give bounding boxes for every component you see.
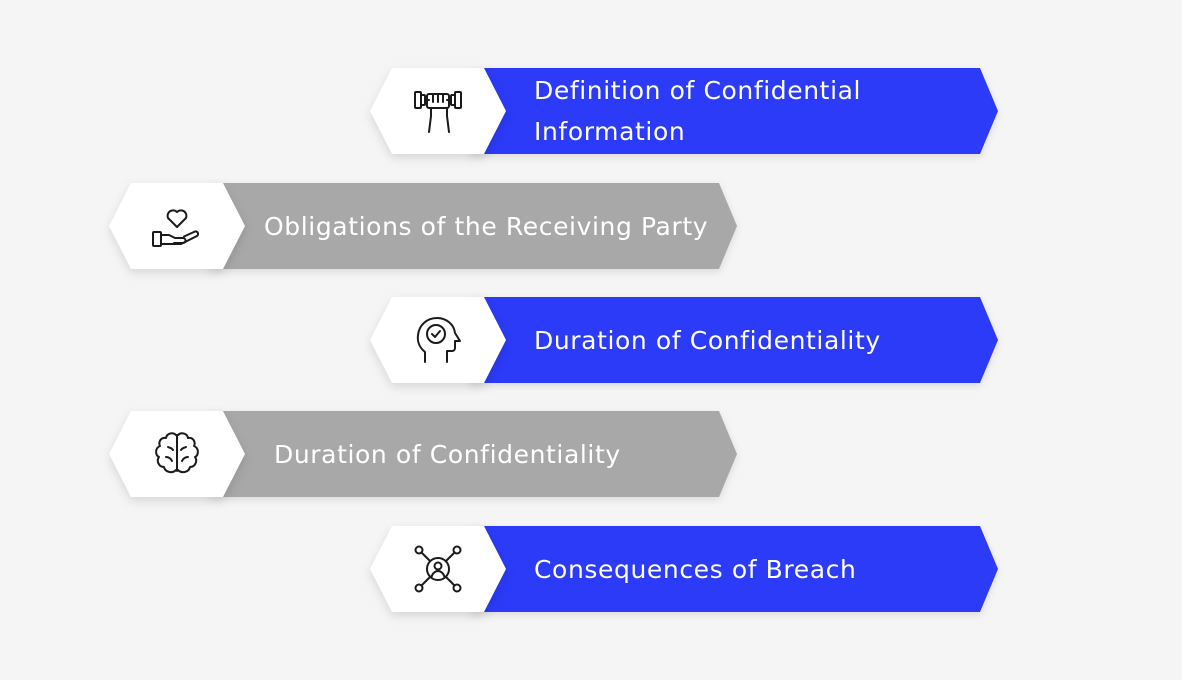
step-3-label: Duration of Confidentiality xyxy=(534,325,881,355)
step-4-banner xyxy=(209,411,737,497)
step-1: Definition of Confidential Information xyxy=(370,68,998,154)
step-1-hex xyxy=(370,68,506,154)
step-3-banner-shape xyxy=(470,297,998,383)
user-network-icon xyxy=(411,542,465,596)
step-5-banner-shape xyxy=(470,526,998,612)
step-5-banner xyxy=(470,526,998,612)
step-1-banner xyxy=(470,68,998,154)
step-4-banner-shape xyxy=(209,411,737,497)
dumbbell-fist-icon xyxy=(411,84,465,138)
step-5: Consequences of Breach xyxy=(370,526,998,612)
step-4-label: Duration of Confidentiality xyxy=(274,439,621,469)
step-1-label: Definition of Confidential Information xyxy=(534,76,862,146)
step-4: Duration of Confidentiality xyxy=(109,411,737,497)
step-3: Duration of Confidentiality xyxy=(370,297,998,383)
step-2: Obligations of the Receiving Party xyxy=(109,183,737,269)
step-1-banner-shape xyxy=(470,68,998,154)
heart-in-hand-icon xyxy=(150,199,204,253)
brain-icon xyxy=(150,427,204,481)
step-5-label: Consequences of Breach xyxy=(534,554,857,584)
step-2-label: Obligations of the Receiving Party xyxy=(264,211,709,241)
step-3-hex xyxy=(370,297,506,383)
step-2-banner-shape xyxy=(209,183,737,269)
step-3-banner xyxy=(470,297,998,383)
step-2-banner xyxy=(209,183,737,269)
head-checkmark-icon xyxy=(411,313,465,367)
